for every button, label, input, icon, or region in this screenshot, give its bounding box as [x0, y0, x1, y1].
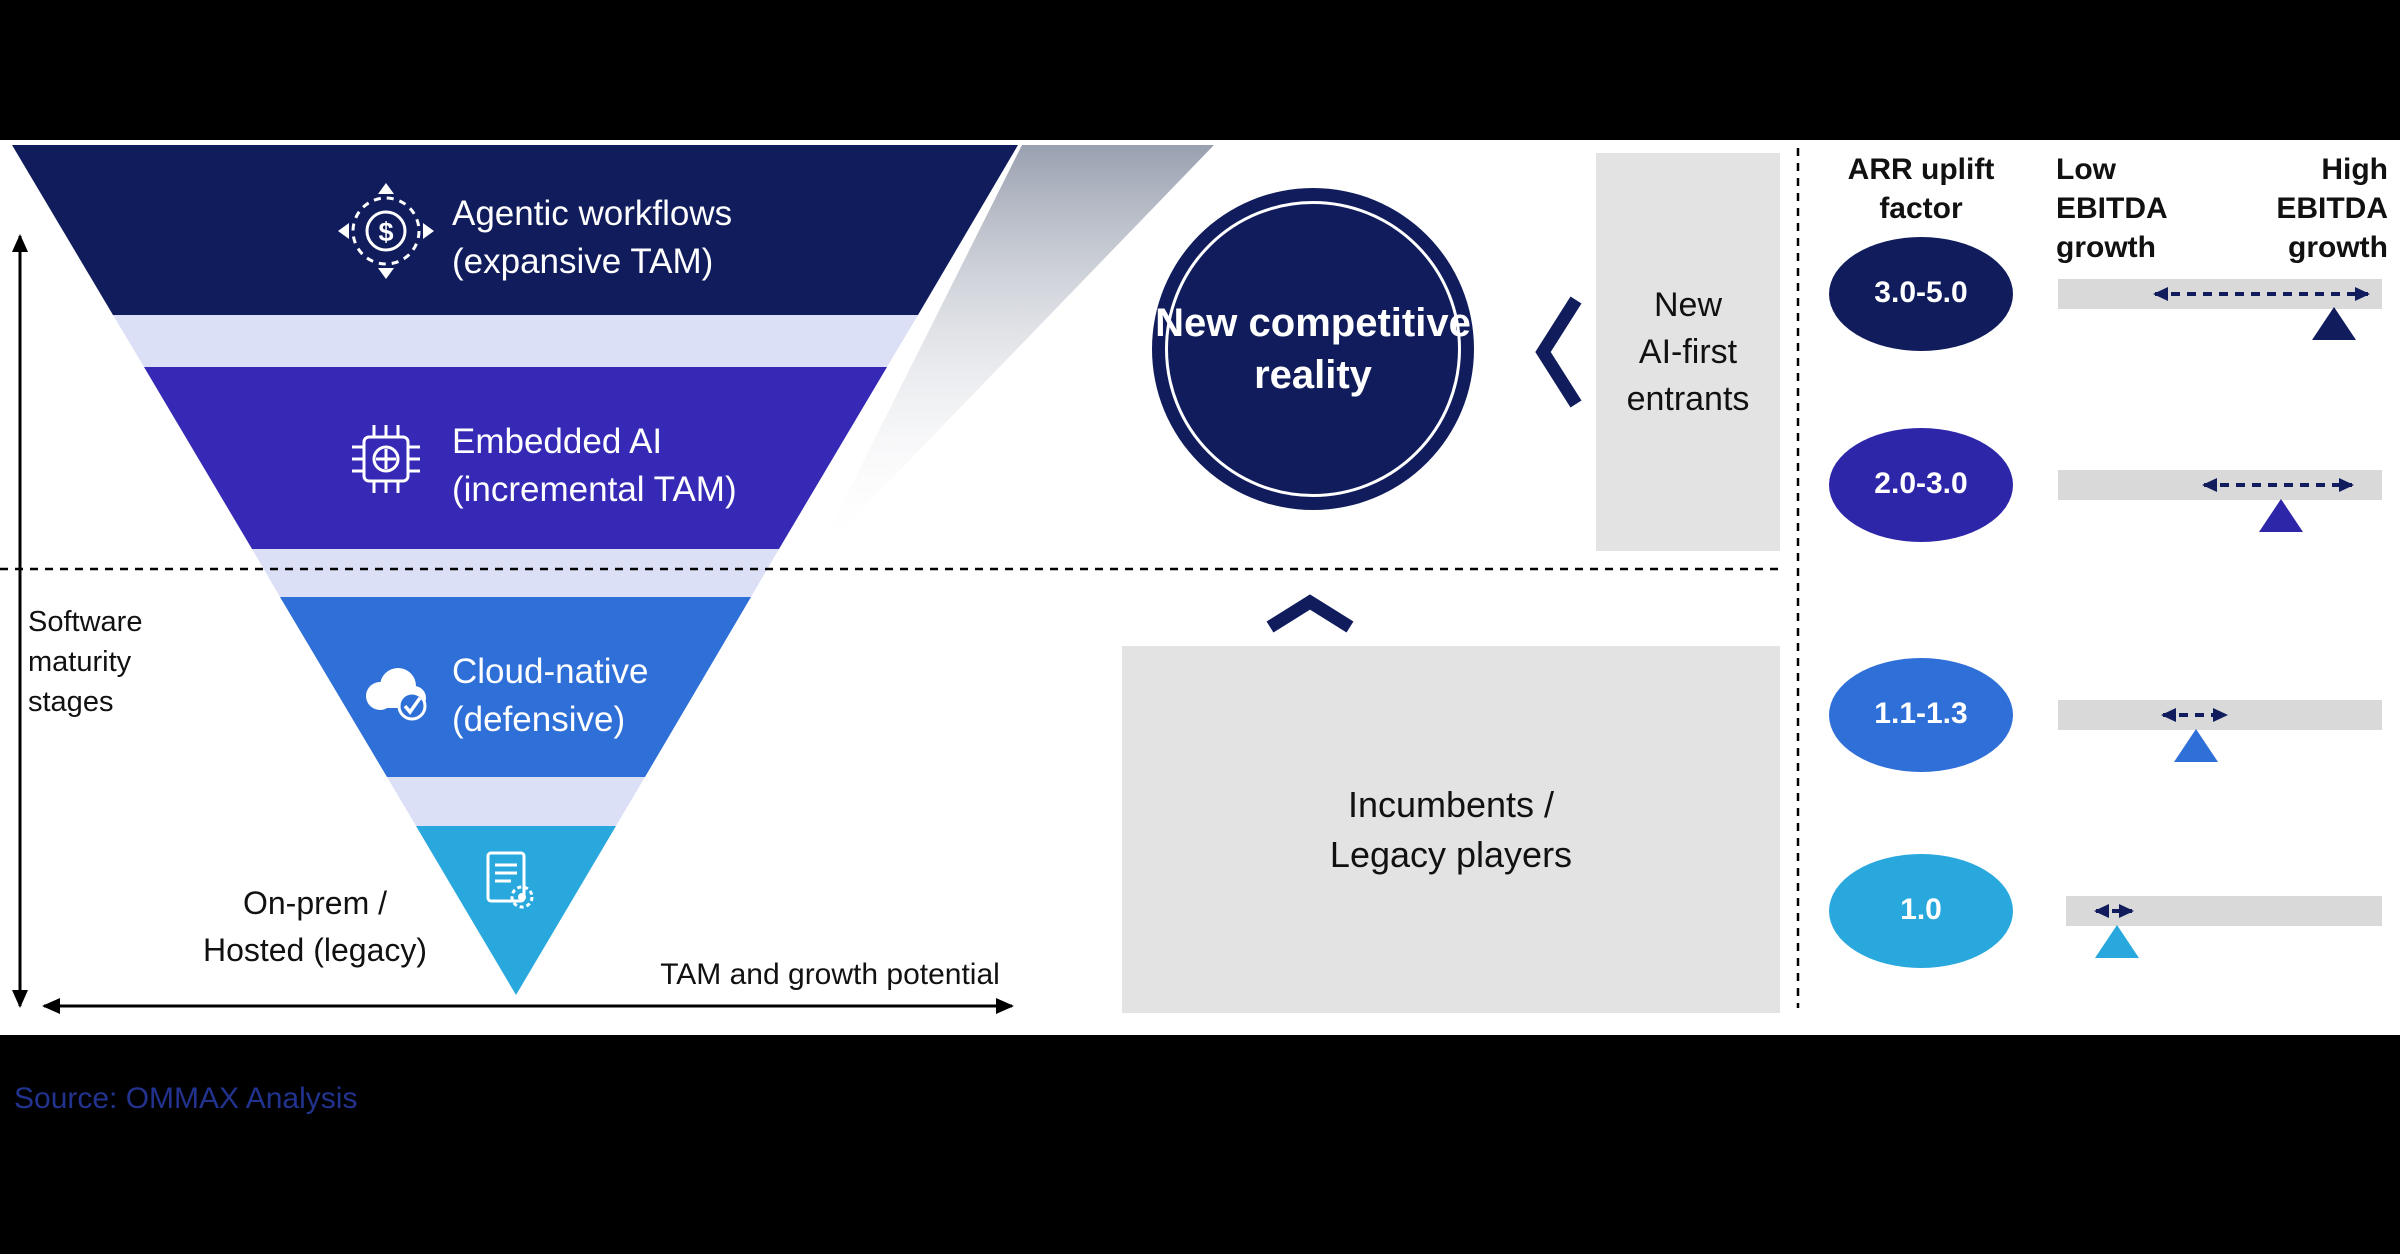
position-marker-row4	[2095, 925, 2139, 958]
tier-label-embedded-ai: Embedded AI (incremental TAM)	[452, 422, 737, 509]
chevron-up-icon	[1266, 594, 1354, 633]
source-note: Source: OMMAX Analysis	[14, 1082, 358, 1115]
svg-text:$: $	[378, 217, 393, 247]
diagram-shapes: $	[0, 145, 2382, 1014]
new-ai-first-entrants-box: New AI-first entrants	[1596, 153, 1780, 551]
diagram-stage: $	[0, 140, 2400, 1035]
tier-label-cloud-native: Cloud-native (defensive)	[452, 652, 649, 739]
low-ebitda-growth-header: Low EBITDA growth	[2056, 153, 2168, 264]
high-ebitda-growth-header: High EBITDA growth	[2276, 153, 2388, 264]
y-axis-label: Software maturity stages	[28, 606, 143, 718]
arr-factor-ellipse-3	[1829, 658, 2013, 772]
arr-factor-ellipse-2	[1829, 428, 2013, 542]
tier-label-on-prem: On-prem / Hosted (legacy)	[202, 885, 428, 968]
funnel-band-2	[252, 549, 779, 597]
agentic-workflows-icon: $	[338, 183, 434, 279]
tier-embedded-ai	[144, 367, 887, 549]
arr-factor-value-4: 1.0	[1900, 893, 1942, 926]
incumbents-legacy-players-box: Incumbents / Legacy players	[1122, 646, 1780, 1013]
embedded-ai-icon	[352, 425, 420, 493]
position-marker-row2	[2259, 499, 2303, 532]
on-prem-icon	[486, 851, 534, 909]
funnel-band-3	[387, 777, 645, 826]
arr-factor-ellipse-4	[1829, 854, 2013, 968]
tier-on-prem	[416, 826, 616, 995]
circle-text: New competitive reality	[1155, 301, 1471, 397]
x-axis-label: TAM and growth potential	[660, 958, 1000, 991]
tier-agentic-workflows	[12, 145, 1018, 315]
funnel-band-1	[113, 315, 918, 367]
arr-factor-ellipse-1	[1829, 237, 2013, 351]
cloud-native-icon	[366, 668, 427, 721]
arr-factor-value-1: 3.0-5.0	[1874, 276, 1968, 309]
new-competitive-reality-circle: New competitive reality	[1152, 188, 1474, 510]
chevron-left-icon	[1535, 296, 1582, 408]
arr-factor-value-3: 1.1-1.3	[1874, 697, 1968, 730]
funnel-shadow-swoosh	[815, 145, 1214, 558]
arr-uplift-header: ARR uplift factor	[1847, 153, 1995, 225]
tier-label-agentic: Agentic workflows (expansive TAM)	[452, 194, 733, 281]
position-marker-row1	[2312, 307, 2356, 340]
position-marker-row3	[2174, 729, 2218, 762]
arr-factor-value-2: 2.0-3.0	[1874, 467, 1968, 500]
circle-inner-ring	[1165, 201, 1461, 497]
tier-cloud-native	[280, 597, 751, 777]
